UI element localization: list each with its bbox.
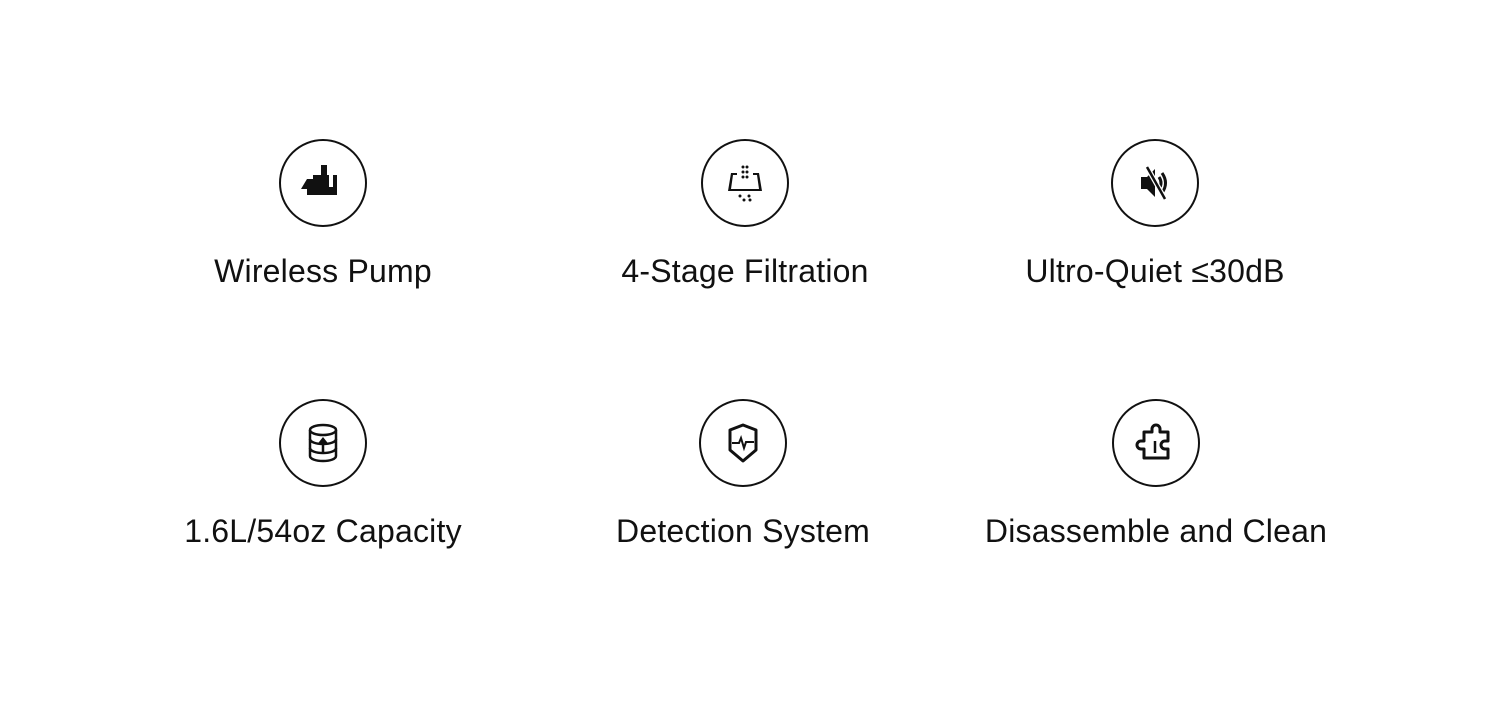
capacity-icon <box>279 399 367 487</box>
feature-capacity: 1.6L/54oz Capacity <box>113 399 533 551</box>
feature-filtration: 4-Stage Filtration <box>535 139 955 291</box>
feature-quiet: Ultro-Quiet ≤30dB <box>945 139 1365 291</box>
feature-label: Ultro-Quiet ≤30dB <box>1025 253 1285 289</box>
feature-label: 1.6L/54oz Capacity <box>184 513 462 549</box>
feature-label: Detection System <box>616 513 870 549</box>
feature-label: 4-Stage Filtration <box>621 253 869 289</box>
feature-wireless-pump: Wireless Pump <box>113 139 533 291</box>
feature-label: Disassemble and Clean <box>984 513 1328 549</box>
feature-detection: Detection System <box>533 399 953 551</box>
mute-icon <box>1111 139 1199 227</box>
pump-icon <box>279 139 367 227</box>
feature-disassemble: Disassemble and Clean <box>946 399 1366 551</box>
feature-label: Wireless Pump <box>214 253 432 289</box>
puzzle-icon <box>1112 399 1200 487</box>
filter-icon <box>701 139 789 227</box>
shield-pulse-icon <box>699 399 787 487</box>
